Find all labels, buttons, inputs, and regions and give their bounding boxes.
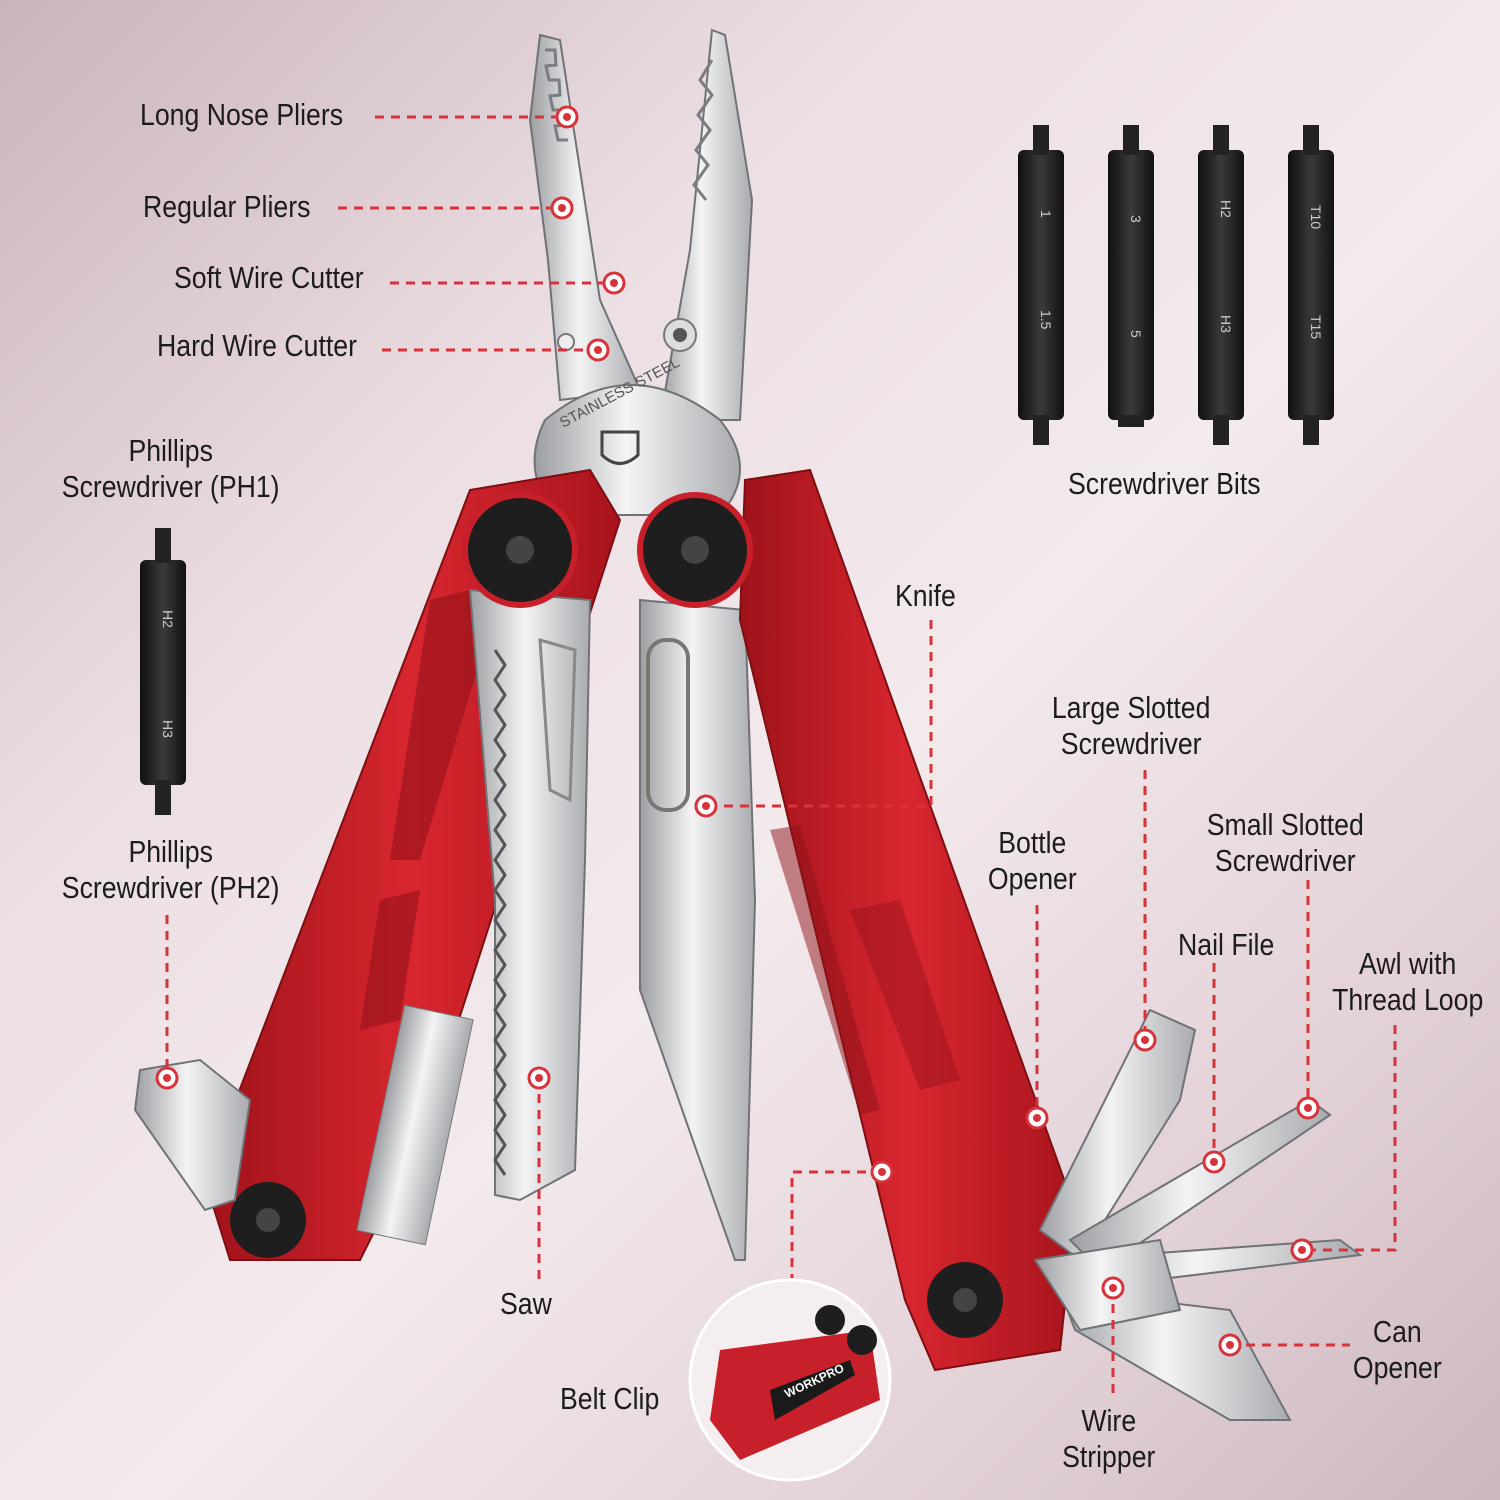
svg-text:H3: H3 [1218,315,1234,333]
bit-holder [133,1058,252,1212]
label-saw: Saw [500,1286,552,1321]
label-screwdriver-bits: Screwdriver Bits [1068,466,1261,501]
label-long-nose-pliers: Long Nose Pliers [140,97,344,132]
right-handle [738,468,1077,1372]
label-nail-file: Nail File [1178,927,1275,962]
saw-blade [468,588,592,1202]
label-awl-thread-loop: Awl with Thread Loop [1332,946,1484,1017]
svg-text:H2: H2 [1218,200,1234,218]
svg-text:3: 3 [1128,215,1144,223]
label-phillips-ph2: Phillips Screwdriver (PH2) [61,834,280,905]
svg-text:T15: T15 [1308,315,1324,339]
svg-text:T10: T10 [1308,205,1324,229]
svg-text:1.5: 1.5 [1038,310,1054,330]
screwdriver-bit-2: 3 5 [1108,125,1154,427]
pivot-screws [230,492,1003,1338]
svg-text:5: 5 [1128,330,1144,338]
label-hard-wire-cutter: Hard Wire Cutter [157,328,357,363]
label-can-opener: Can Opener [1352,1314,1442,1385]
label-small-slotted-screwdriver: Small Slotted Screwdriver [1206,807,1364,878]
fanned-tools [1033,1008,1363,1421]
knife-blade [639,598,757,1261]
leader-dots [155,105,1320,1357]
label-phillips-ph1: Phillips Screwdriver (PH1) [61,433,280,504]
label-large-slotted-screwdriver: Large Slotted Screwdriver [1051,690,1211,761]
brand-shield-icon [600,430,640,465]
plier-jaws [528,28,754,421]
leader-lines [165,115,1397,1400]
label-bottle-opener: Bottle Opener [987,825,1077,896]
label-belt-clip: Belt Clip [560,1381,660,1416]
svg-text:H3: H3 [160,720,176,738]
label-regular-pliers: Regular Pliers [143,189,311,224]
screwdriver-bit-1: 1 1.5 [1018,125,1064,445]
label-wire-stripper: Wire Stripper [1062,1403,1156,1474]
svg-text:H2: H2 [160,610,176,628]
svg-text:1: 1 [1038,210,1054,218]
screwdriver-bit-4: T10 T15 [1288,125,1334,445]
label-soft-wire-cutter: Soft Wire Cutter [174,260,364,295]
label-knife: Knife [895,578,956,613]
belt-clip-inset: WORKPRO [688,1278,892,1482]
screwdriver-bit-3: H2 H3 [1198,125,1244,445]
phillips-bit-side: H2 H3 [140,528,186,815]
